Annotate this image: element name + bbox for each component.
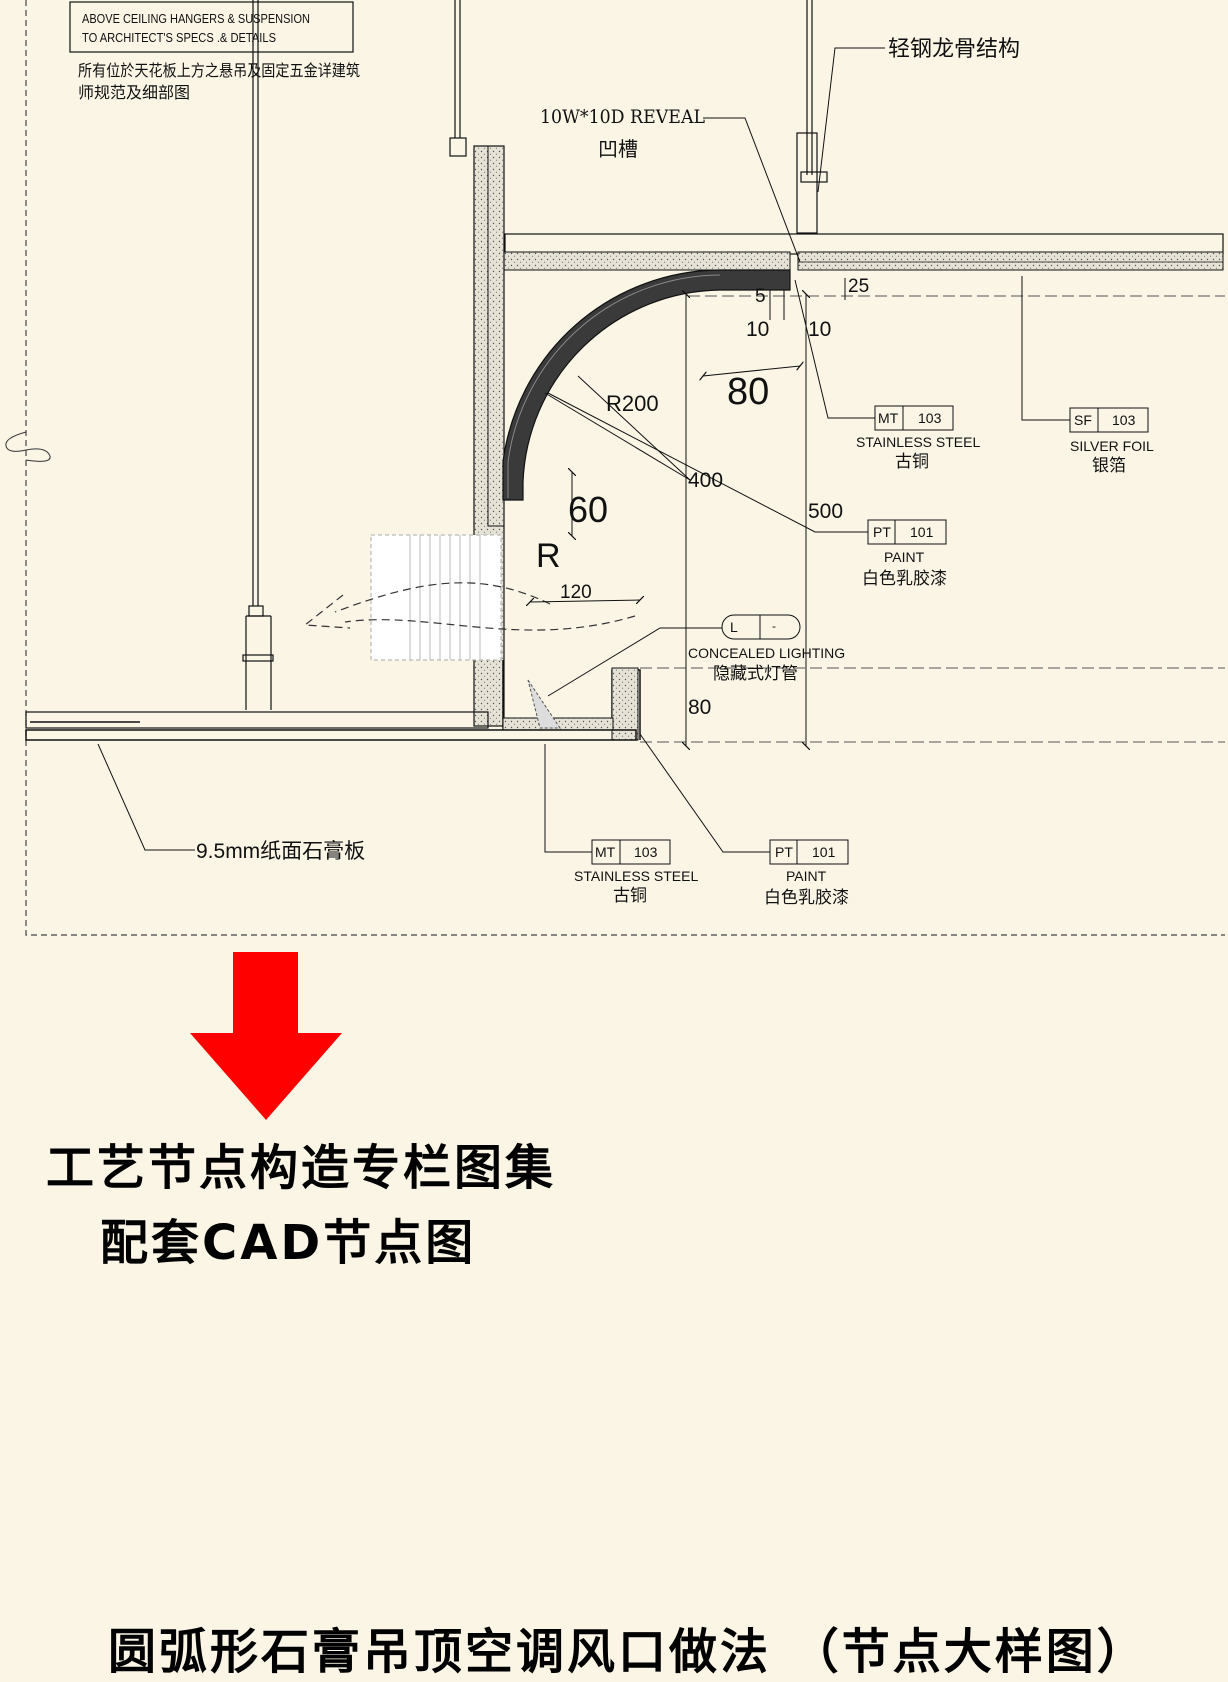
dim-400: 400: [688, 469, 723, 492]
leader-mt-top: [794, 279, 875, 419]
annotation-text: L: [730, 619, 738, 635]
cad-section-drawing: ABOVE CEILING HANGERS & SUSPENSION TO AR…: [5, 0, 1225, 1120]
annotation-text: SF: [1074, 412, 1092, 428]
dim-120: 120: [560, 582, 592, 603]
heading-line-2: 配套CAD节点图: [100, 1215, 477, 1271]
annotation-text: SILVER FOIL: [1070, 438, 1154, 454]
leader-light: [547, 627, 722, 697]
footer-title: 圆弧形石膏吊顶空调风口做法 （节点大样图）: [108, 1624, 1148, 1680]
annotation-text: MT: [595, 844, 616, 860]
tag-pt-bot: PT 101 PAINT 白色乳胶漆: [764, 839, 849, 908]
hanger-note-en-2: TO ARCHITECT'S SPECS .& DETAILS: [82, 30, 276, 45]
dim-60: 60: [568, 489, 608, 530]
leader-reveal: [703, 117, 801, 263]
annotation-text: -: [772, 619, 776, 633]
dim-10-right: 10: [808, 318, 831, 341]
dim-80: 80: [727, 371, 769, 413]
hanger-note-box: [69, 1, 354, 53]
annotation-text: 银箔: [1092, 456, 1126, 476]
annotation-text: 103: [918, 410, 942, 426]
annotation-text: 隐藏式灯管: [713, 664, 798, 684]
annotation-text: 101: [910, 524, 934, 540]
break-symbol: [5, 431, 51, 462]
heading-line-1: 工艺节点构造专栏图集: [46, 1140, 557, 1196]
tag-pt-mid: PT 101 PAINT 白色乳胶漆: [862, 519, 947, 589]
leader-gypsum: [97, 743, 195, 851]
air-vent-grille: [370, 534, 502, 661]
tag-mt-bot: MT 103 STAINLESS STEEL 古铜: [574, 839, 698, 906]
leader-sf-top: [1021, 276, 1070, 421]
annotation-text: STAINLESS STEEL: [574, 868, 698, 884]
tag-sf-top: SF 103 SILVER FOIL 银箔: [1069, 407, 1154, 476]
reveal-label-en: 10W*10D REVEAL: [540, 106, 705, 128]
annotation-text: 古铜: [613, 886, 647, 906]
hanger-rod-left: [242, 0, 274, 710]
vent-louvres: [409, 535, 481, 660]
dim-10-left: 10: [746, 318, 769, 341]
dim-500: 500: [808, 500, 843, 523]
annotation-text: 白色乳胶漆: [862, 569, 947, 589]
annotation-text: PAINT: [786, 868, 827, 884]
annotation-text: CONCEALED LIGHTING: [688, 645, 845, 661]
tag-mt-top: MT 103 STAINLESS STEEL 古铜: [856, 405, 980, 472]
annotation-text: STAINLESS STEEL: [856, 434, 980, 450]
leader-light-steel: [817, 47, 885, 193]
arc-bent-gypsum: [502, 269, 791, 501]
gypsum-board-label: 9.5mm纸面石膏板: [196, 840, 365, 863]
upper-gypsum-hatch: [499, 251, 791, 271]
annotation-text: 古铜: [895, 452, 929, 472]
leader-pt-bot: [639, 733, 770, 853]
light-steel-frame-label: 轻钢龙骨结构: [888, 37, 1020, 62]
drawing-border: [25, 0, 1225, 936]
reveal-label-cn: 凹槽: [598, 137, 638, 161]
lamp-glow: [527, 679, 561, 729]
annotation-text: 103: [1112, 412, 1136, 428]
hanger-note-cn-1: 所有位於天花板上方之悬吊及固定五金详建筑: [78, 61, 360, 80]
annotation-text: 103: [634, 844, 658, 860]
dim-5: 5: [755, 286, 766, 307]
annotation-text: MT: [878, 410, 899, 426]
dim-25: 25: [848, 276, 869, 297]
dim-80-lower: 80: [688, 696, 711, 719]
leader-mt-bot: [544, 744, 592, 853]
lower-ceiling-board: [25, 711, 489, 729]
upper-ceiling-board: [504, 233, 1224, 255]
hanger-rod-middle: [449, 0, 467, 157]
hanger-rod-right: [796, 0, 828, 234]
dim-r200: R200: [606, 391, 659, 416]
leader-pt-mid: [547, 392, 868, 533]
annotation-text: PT: [775, 844, 793, 860]
annotation-text: PAINT: [884, 549, 925, 565]
dim-r: R: [536, 537, 561, 575]
tag-light: L - CONCEALED LIGHTING 隐藏式灯管: [688, 614, 845, 684]
hanger-note-cn-2: 师规范及细部图: [78, 83, 190, 102]
annotation-text: 101: [812, 844, 836, 860]
upper-right-board: [797, 251, 1224, 271]
airflow-arrow: [303, 582, 636, 631]
red-down-arrow: [190, 952, 342, 1120]
lower-gypsum-board: [25, 729, 637, 741]
annotation-text: 白色乳胶漆: [764, 888, 849, 908]
annotation-text: PT: [873, 524, 891, 540]
hanger-note-en-1: ABOVE CEILING HANGERS & SUSPENSION: [82, 11, 310, 26]
